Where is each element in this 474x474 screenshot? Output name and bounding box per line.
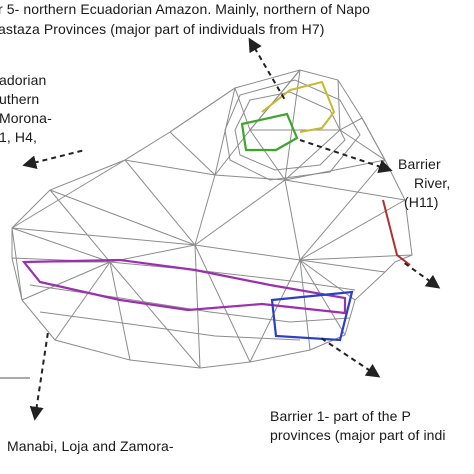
barrier-yellow-line	[261, 80, 336, 133]
arrow-right	[299, 139, 393, 174]
triangulation-mesh	[11, 69, 413, 369]
top-label-line2: astaza Provinces (major part of individu…	[0, 21, 325, 37]
arrow-bottom-left	[29, 331, 49, 421]
left-label-line2: uthern	[0, 91, 40, 107]
barrier-purple-polygon	[21, 258, 347, 315]
barrier-red-line	[382, 199, 411, 266]
right-label-line1: Barrier	[398, 156, 441, 172]
right-label-line2: River,	[414, 175, 451, 191]
right-label-line3: (H11)	[404, 194, 439, 210]
top-label-line1: r 5- northern Ecuadorian Amazon. Mainly,…	[0, 1, 370, 17]
bottom-left-label-line1: Manabi, Loja and Zamora-	[7, 438, 174, 454]
left-label-line1: adorian	[0, 72, 47, 88]
left-label-line3: Morona-	[0, 110, 52, 126]
leader-arrows	[22, 37, 441, 421]
left-label-line4: 1, H4,	[0, 129, 37, 145]
barrier-green-polygon	[240, 112, 299, 152]
bottom-right-label-line2: provinces (major part of indi	[270, 427, 446, 443]
arrow-bottom-right	[317, 335, 381, 378]
arrow-right-lower	[402, 261, 441, 289]
arrow-left	[22, 149, 86, 170]
bottom-right-label-line1: Barrier 1- part of the P	[270, 408, 411, 424]
barrier-blue-polygon	[270, 290, 354, 342]
arrow-top	[248, 37, 286, 101]
